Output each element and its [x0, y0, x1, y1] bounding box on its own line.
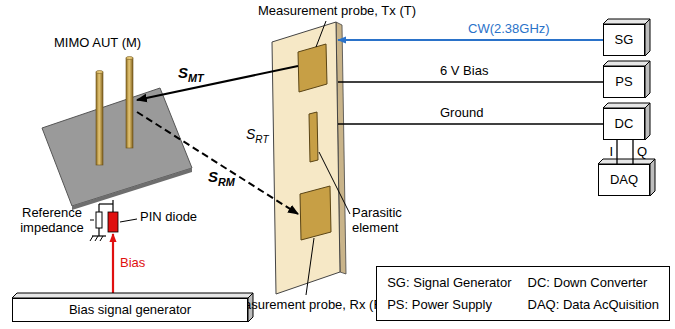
probe-label: Measurement probe, Tx (T) [258, 4, 416, 18]
probe-label: Measurement probe, Rx (R) [226, 298, 387, 312]
s-parameter-label: SRT [246, 126, 269, 145]
part-label: Parasitic element [352, 206, 414, 236]
ground-plane [42, 88, 192, 206]
leader-line [306, 238, 314, 295]
cable-label: 6 V Bias [440, 64, 488, 79]
part-label: Bias [120, 256, 145, 271]
cable-label: CW(2.38GHz) [468, 22, 550, 37]
box-side-face [645, 61, 650, 98]
abbreviation-text: SG: Signal Generator [387, 275, 511, 291]
box-label: SG [615, 33, 634, 47]
cable-line [338, 123, 603, 124]
abbreviation-box: SG: Signal Generator DC: Down ConverterPS… [376, 266, 670, 321]
s-parameter-label: SMT [178, 64, 204, 84]
rx-patch [300, 186, 331, 240]
reference-impedance [96, 212, 102, 228]
pin-diode [108, 212, 118, 232]
part-label: PIN diode [140, 210, 197, 225]
signal-name: I [609, 145, 613, 160]
rf-feed-line [338, 39, 603, 41]
part-label: MIMO AUT (M) [54, 36, 141, 51]
s-parameter-label: SRM [208, 168, 235, 188]
box-label: DC [615, 117, 634, 131]
leader-line [120, 219, 137, 222]
cable-label: Ground [440, 106, 483, 121]
iq-signal-line [632, 140, 633, 164]
box-side-face [645, 103, 650, 140]
part-label: Reference impedance [14, 206, 90, 236]
srm-path-arrow [137, 112, 298, 214]
feed-wire [112, 200, 113, 212]
tx-patch [298, 44, 327, 92]
leader-line [90, 220, 94, 221]
bias-arrow [112, 234, 114, 297]
leader-line [316, 21, 326, 47]
monopole-antenna [126, 58, 133, 148]
instrument-box: PS [603, 66, 645, 98]
monopole-antenna [96, 72, 103, 165]
box-label: Bias signal generator [69, 303, 191, 317]
cable-line [338, 81, 603, 82]
abbreviation-text: DC: Down Converter [528, 275, 660, 291]
impedance-wire [98, 228, 99, 236]
monopole-tip [96, 71, 103, 74]
parasitic-element [309, 112, 318, 162]
smt-path-arrow [137, 66, 298, 100]
box-side-face [650, 159, 655, 196]
instrument-box: DAQ [598, 164, 650, 196]
impedance-wire [99, 203, 113, 204]
probe-panel [272, 22, 340, 294]
signal-name: Q [637, 145, 647, 160]
impedance-wire [98, 204, 99, 212]
ground-symbol [90, 236, 93, 241]
iq-signal-line [616, 140, 617, 164]
leader-line [319, 152, 350, 214]
box-label: DAQ [610, 173, 638, 187]
monopole-tip [126, 57, 133, 60]
instrument-box: SG [603, 24, 645, 56]
ground-symbol [100, 236, 103, 241]
ground-symbol [92, 235, 106, 236]
probe-panel: Measurement probe, Tx (T)Measurement pro… [272, 40, 338, 272]
abbreviation-text: PS: Power Supply [387, 297, 511, 313]
abbreviation-text: DAQ: Data AcQuisition [528, 297, 660, 313]
instrument-box: DC [603, 108, 645, 140]
ground-symbol [95, 236, 98, 241]
bias-generator-box: Bias signal generator [12, 298, 248, 322]
ground-plane-edge [72, 168, 192, 210]
box-label: PS [615, 75, 632, 89]
box-side-face [645, 19, 650, 56]
